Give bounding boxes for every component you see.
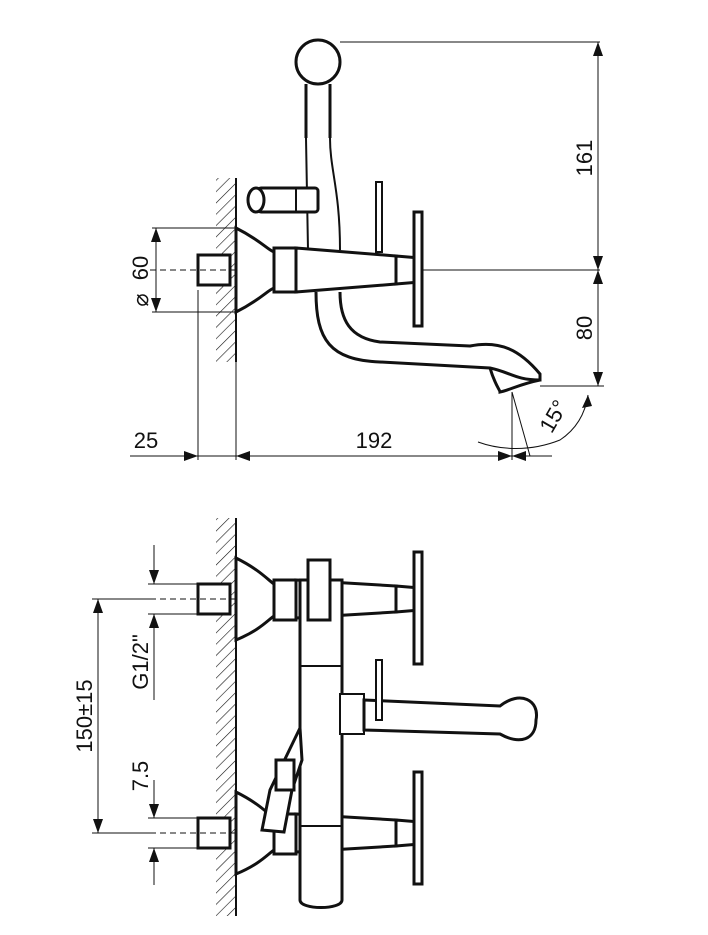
cross-handle-top	[375, 181, 424, 328]
diverter-knob	[246, 186, 320, 214]
dim-150-label: 150±15	[72, 679, 97, 752]
dim-15-label: 15°	[534, 396, 572, 437]
dim-vertical-bottom	[92, 545, 198, 885]
dim-flange-diameter	[151, 227, 236, 313]
mixer-body-top	[272, 246, 600, 294]
wall-flange-top	[234, 225, 276, 315]
dim-161-label: 161	[572, 140, 597, 177]
dim-192-label: 192	[356, 428, 393, 453]
dim-25-label: 25	[134, 428, 158, 453]
spout-top	[314, 291, 542, 382]
dim-thread-label: G1/2"	[128, 634, 153, 690]
mixer-body-bottom	[260, 558, 538, 909]
dim-80-label: 80	[572, 316, 597, 340]
dim-60-label: 60	[128, 256, 153, 280]
top-view: 161 80 60 ⌀ 25 192	[128, 38, 604, 461]
hand-shower	[294, 38, 600, 251]
inlet-upper	[150, 550, 424, 666]
dim-7-5-label: 7.5	[128, 761, 153, 792]
dim-vertical-top	[540, 42, 604, 387]
dim-horizontal-top	[130, 290, 552, 461]
inlet-connector-top	[150, 253, 290, 287]
wall-hatch-bottom	[216, 518, 236, 916]
bottom-view: 150±15 G1/2" 7.5	[72, 518, 538, 916]
diameter-symbol: ⌀	[128, 293, 153, 306]
dim-angle	[477, 391, 592, 457]
